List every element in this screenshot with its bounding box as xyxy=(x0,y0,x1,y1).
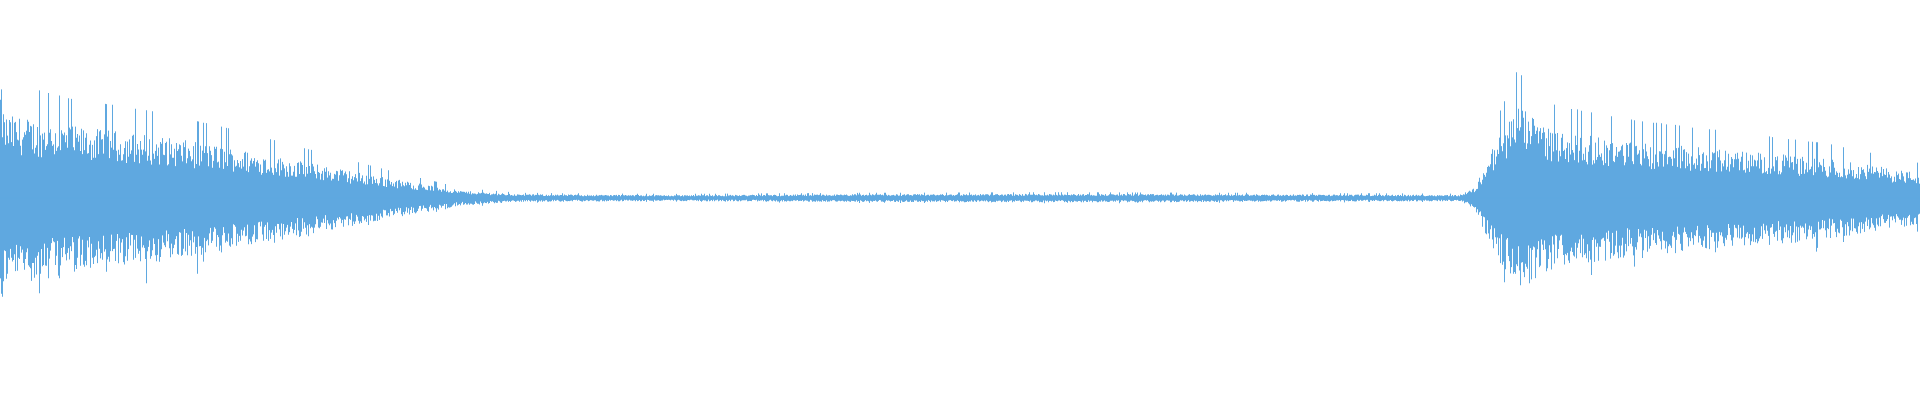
waveform-path xyxy=(0,72,1920,297)
